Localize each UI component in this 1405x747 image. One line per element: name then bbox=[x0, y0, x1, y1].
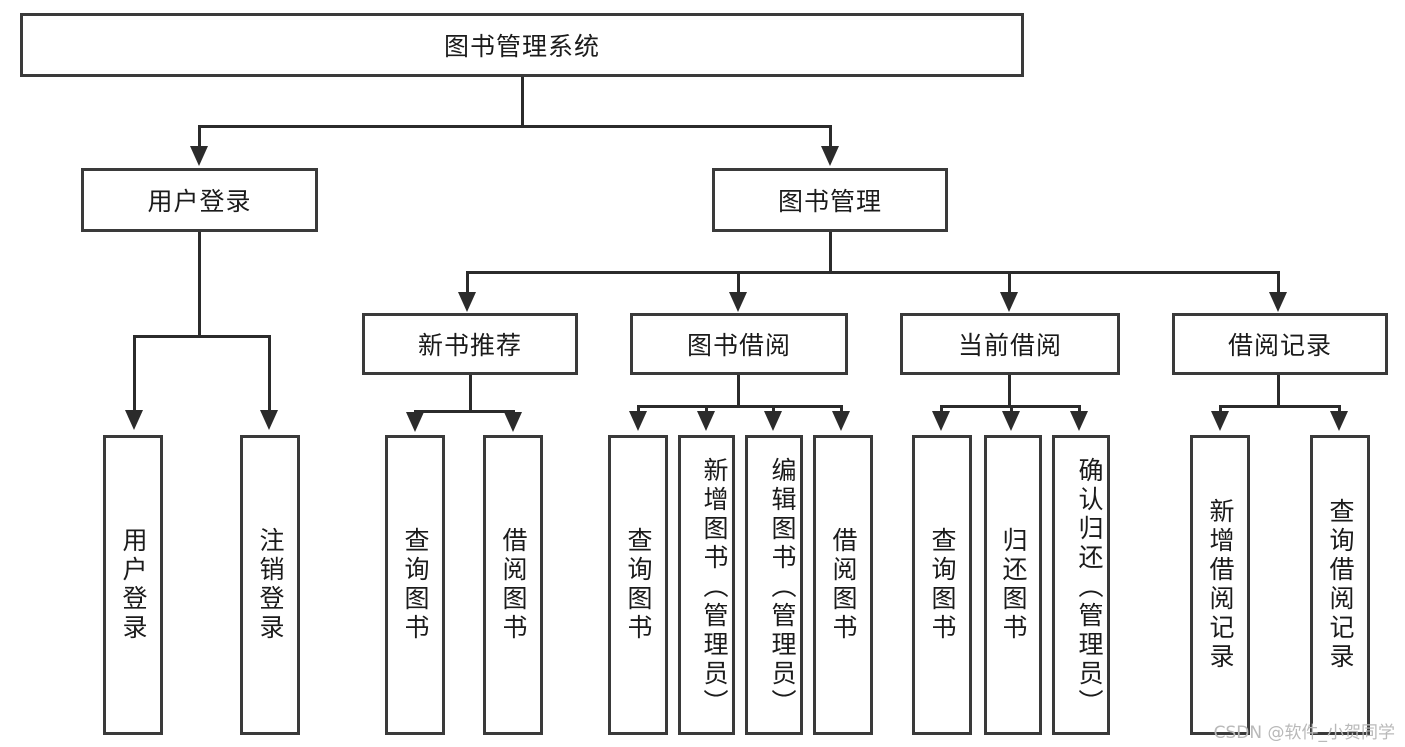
arrow-down-icon-book-management bbox=[821, 146, 839, 166]
arrow-down-icon-book-borrow bbox=[729, 292, 747, 312]
edge-bus-book-borrow bbox=[637, 405, 842, 408]
arrow-down-icon-c1 bbox=[932, 411, 950, 431]
arrow-down-icon-c2 bbox=[1002, 411, 1020, 431]
leaf-label: 借阅图书 bbox=[829, 527, 858, 643]
leaf-label: 新增借阅记录 bbox=[1206, 498, 1235, 672]
leaf-add-book-admin[interactable]: 新增图书（管理员） bbox=[678, 435, 735, 735]
edge-stem-new-book-recommend bbox=[469, 375, 472, 410]
node-book-borrow[interactable]: 图书借阅 bbox=[630, 313, 848, 375]
leaf-query-borrow-record[interactable]: 查询借阅记录 bbox=[1310, 435, 1370, 735]
leaf-label: 借阅图书 bbox=[499, 527, 528, 643]
edge-drop-c3 bbox=[1078, 405, 1081, 413]
edge-drop-b1 bbox=[637, 405, 640, 413]
arrow-down-icon-b1 bbox=[629, 411, 647, 431]
leaf-user-login[interactable]: 用户登录 bbox=[103, 435, 163, 735]
arrow-down-icon-leaf-logout bbox=[260, 410, 278, 430]
leaf-logout[interactable]: 注销登录 bbox=[240, 435, 300, 735]
edge-drop-c2 bbox=[1010, 405, 1013, 413]
leaf-confirm-return-admin[interactable]: 确认归还（管理员） bbox=[1052, 435, 1110, 735]
edge-drop-borrow-record bbox=[1277, 271, 1280, 297]
arrow-down-icon-a1 bbox=[406, 412, 424, 432]
edge-drop-leaf-user-login bbox=[133, 335, 136, 415]
edge-user-login-stem bbox=[198, 232, 201, 335]
edge-drop-d1 bbox=[1219, 405, 1222, 413]
node-label: 用户登录 bbox=[147, 187, 252, 216]
node-label: 图书借阅 bbox=[686, 331, 791, 360]
edge-bus-borrow-record bbox=[1219, 405, 1341, 408]
edge-drop-b4 bbox=[840, 405, 843, 413]
arrow-down-icon-b2 bbox=[697, 411, 715, 431]
edge-stem-current-borrow bbox=[1008, 375, 1011, 405]
node-borrow-record[interactable]: 借阅记录 bbox=[1172, 313, 1388, 375]
node-label: 借阅记录 bbox=[1227, 331, 1332, 360]
edge-drop-b2 bbox=[705, 405, 708, 413]
leaf-label: 编辑图书（管理员） bbox=[768, 456, 797, 718]
edge-drop-new-book-recommend bbox=[466, 271, 469, 297]
leaf-label: 查询借阅记录 bbox=[1326, 498, 1355, 672]
edge-stem-borrow-record bbox=[1277, 375, 1280, 405]
arrow-down-icon-current-borrow bbox=[1000, 292, 1018, 312]
arrow-down-icon-borrow-record bbox=[1269, 292, 1287, 312]
edge-user-login-bus bbox=[133, 335, 271, 338]
arrow-down-icon-d1 bbox=[1211, 411, 1229, 431]
arrow-down-icon-a2 bbox=[504, 412, 522, 432]
leaf-label: 查询图书 bbox=[401, 527, 430, 643]
node-label: 图书管理 bbox=[777, 187, 882, 216]
node-user-login[interactable]: 用户登录 bbox=[81, 168, 318, 232]
edge-drop-book-management bbox=[829, 125, 832, 151]
watermark: CSDN @软件_小贺同学 bbox=[1213, 723, 1395, 743]
leaf-label: 查询图书 bbox=[624, 527, 653, 643]
arrow-down-icon-leaf-user-login bbox=[125, 410, 143, 430]
node-label: 新书推荐 bbox=[417, 331, 522, 360]
leaf-label: 新增图书（管理员） bbox=[700, 456, 729, 718]
edge-drop-current-borrow bbox=[1008, 271, 1011, 297]
arrow-down-icon-c3 bbox=[1070, 411, 1088, 431]
leaf-query-books-borrow[interactable]: 查询图书 bbox=[608, 435, 668, 735]
leaf-return-books[interactable]: 归还图书 bbox=[984, 435, 1042, 735]
arrow-down-icon-b3 bbox=[764, 411, 782, 431]
node-root-book-management-system[interactable]: 图书管理系统 bbox=[20, 13, 1024, 77]
leaf-edit-book-admin[interactable]: 编辑图书（管理员） bbox=[745, 435, 803, 735]
leaf-borrow-books[interactable]: 借阅图书 bbox=[813, 435, 873, 735]
edge-book-management-stem bbox=[829, 232, 832, 271]
node-current-borrow[interactable]: 当前借阅 bbox=[900, 313, 1120, 375]
leaf-label: 注销登录 bbox=[256, 527, 285, 643]
node-book-management[interactable]: 图书管理 bbox=[712, 168, 948, 232]
edge-level3-bus bbox=[466, 271, 1280, 274]
edge-stem-book-borrow bbox=[737, 375, 740, 405]
edge-drop-d2 bbox=[1338, 405, 1341, 413]
edge-drop-user-login bbox=[198, 125, 201, 151]
node-label: 当前借阅 bbox=[957, 331, 1062, 360]
leaf-query-books-recommend[interactable]: 查询图书 bbox=[385, 435, 445, 735]
edge-drop-b3 bbox=[772, 405, 775, 413]
edge-drop-leaf-logout bbox=[268, 335, 271, 415]
edge-drop-c1 bbox=[940, 405, 943, 413]
leaf-label: 查询图书 bbox=[928, 527, 957, 643]
arrow-down-icon-b4 bbox=[832, 411, 850, 431]
arrow-down-icon-user-login bbox=[190, 146, 208, 166]
leaf-label: 用户登录 bbox=[119, 527, 148, 643]
leaf-label: 确认归还（管理员） bbox=[1075, 456, 1104, 718]
edge-root-stem bbox=[521, 77, 524, 125]
leaf-borrow-books-recommend[interactable]: 借阅图书 bbox=[483, 435, 543, 735]
leaf-query-books-current[interactable]: 查询图书 bbox=[912, 435, 972, 735]
node-new-book-recommend[interactable]: 新书推荐 bbox=[362, 313, 578, 375]
node-label: 图书管理系统 bbox=[443, 32, 600, 61]
edge-drop-book-borrow bbox=[737, 271, 740, 297]
leaf-label: 归还图书 bbox=[999, 527, 1028, 643]
arrow-down-icon-d2 bbox=[1330, 411, 1348, 431]
edge-level2-bus bbox=[198, 125, 832, 128]
arrow-down-icon-new-book-recommend bbox=[458, 292, 476, 312]
edge-bus-new-book-recommend bbox=[414, 410, 515, 413]
leaf-add-borrow-record[interactable]: 新增借阅记录 bbox=[1190, 435, 1250, 735]
